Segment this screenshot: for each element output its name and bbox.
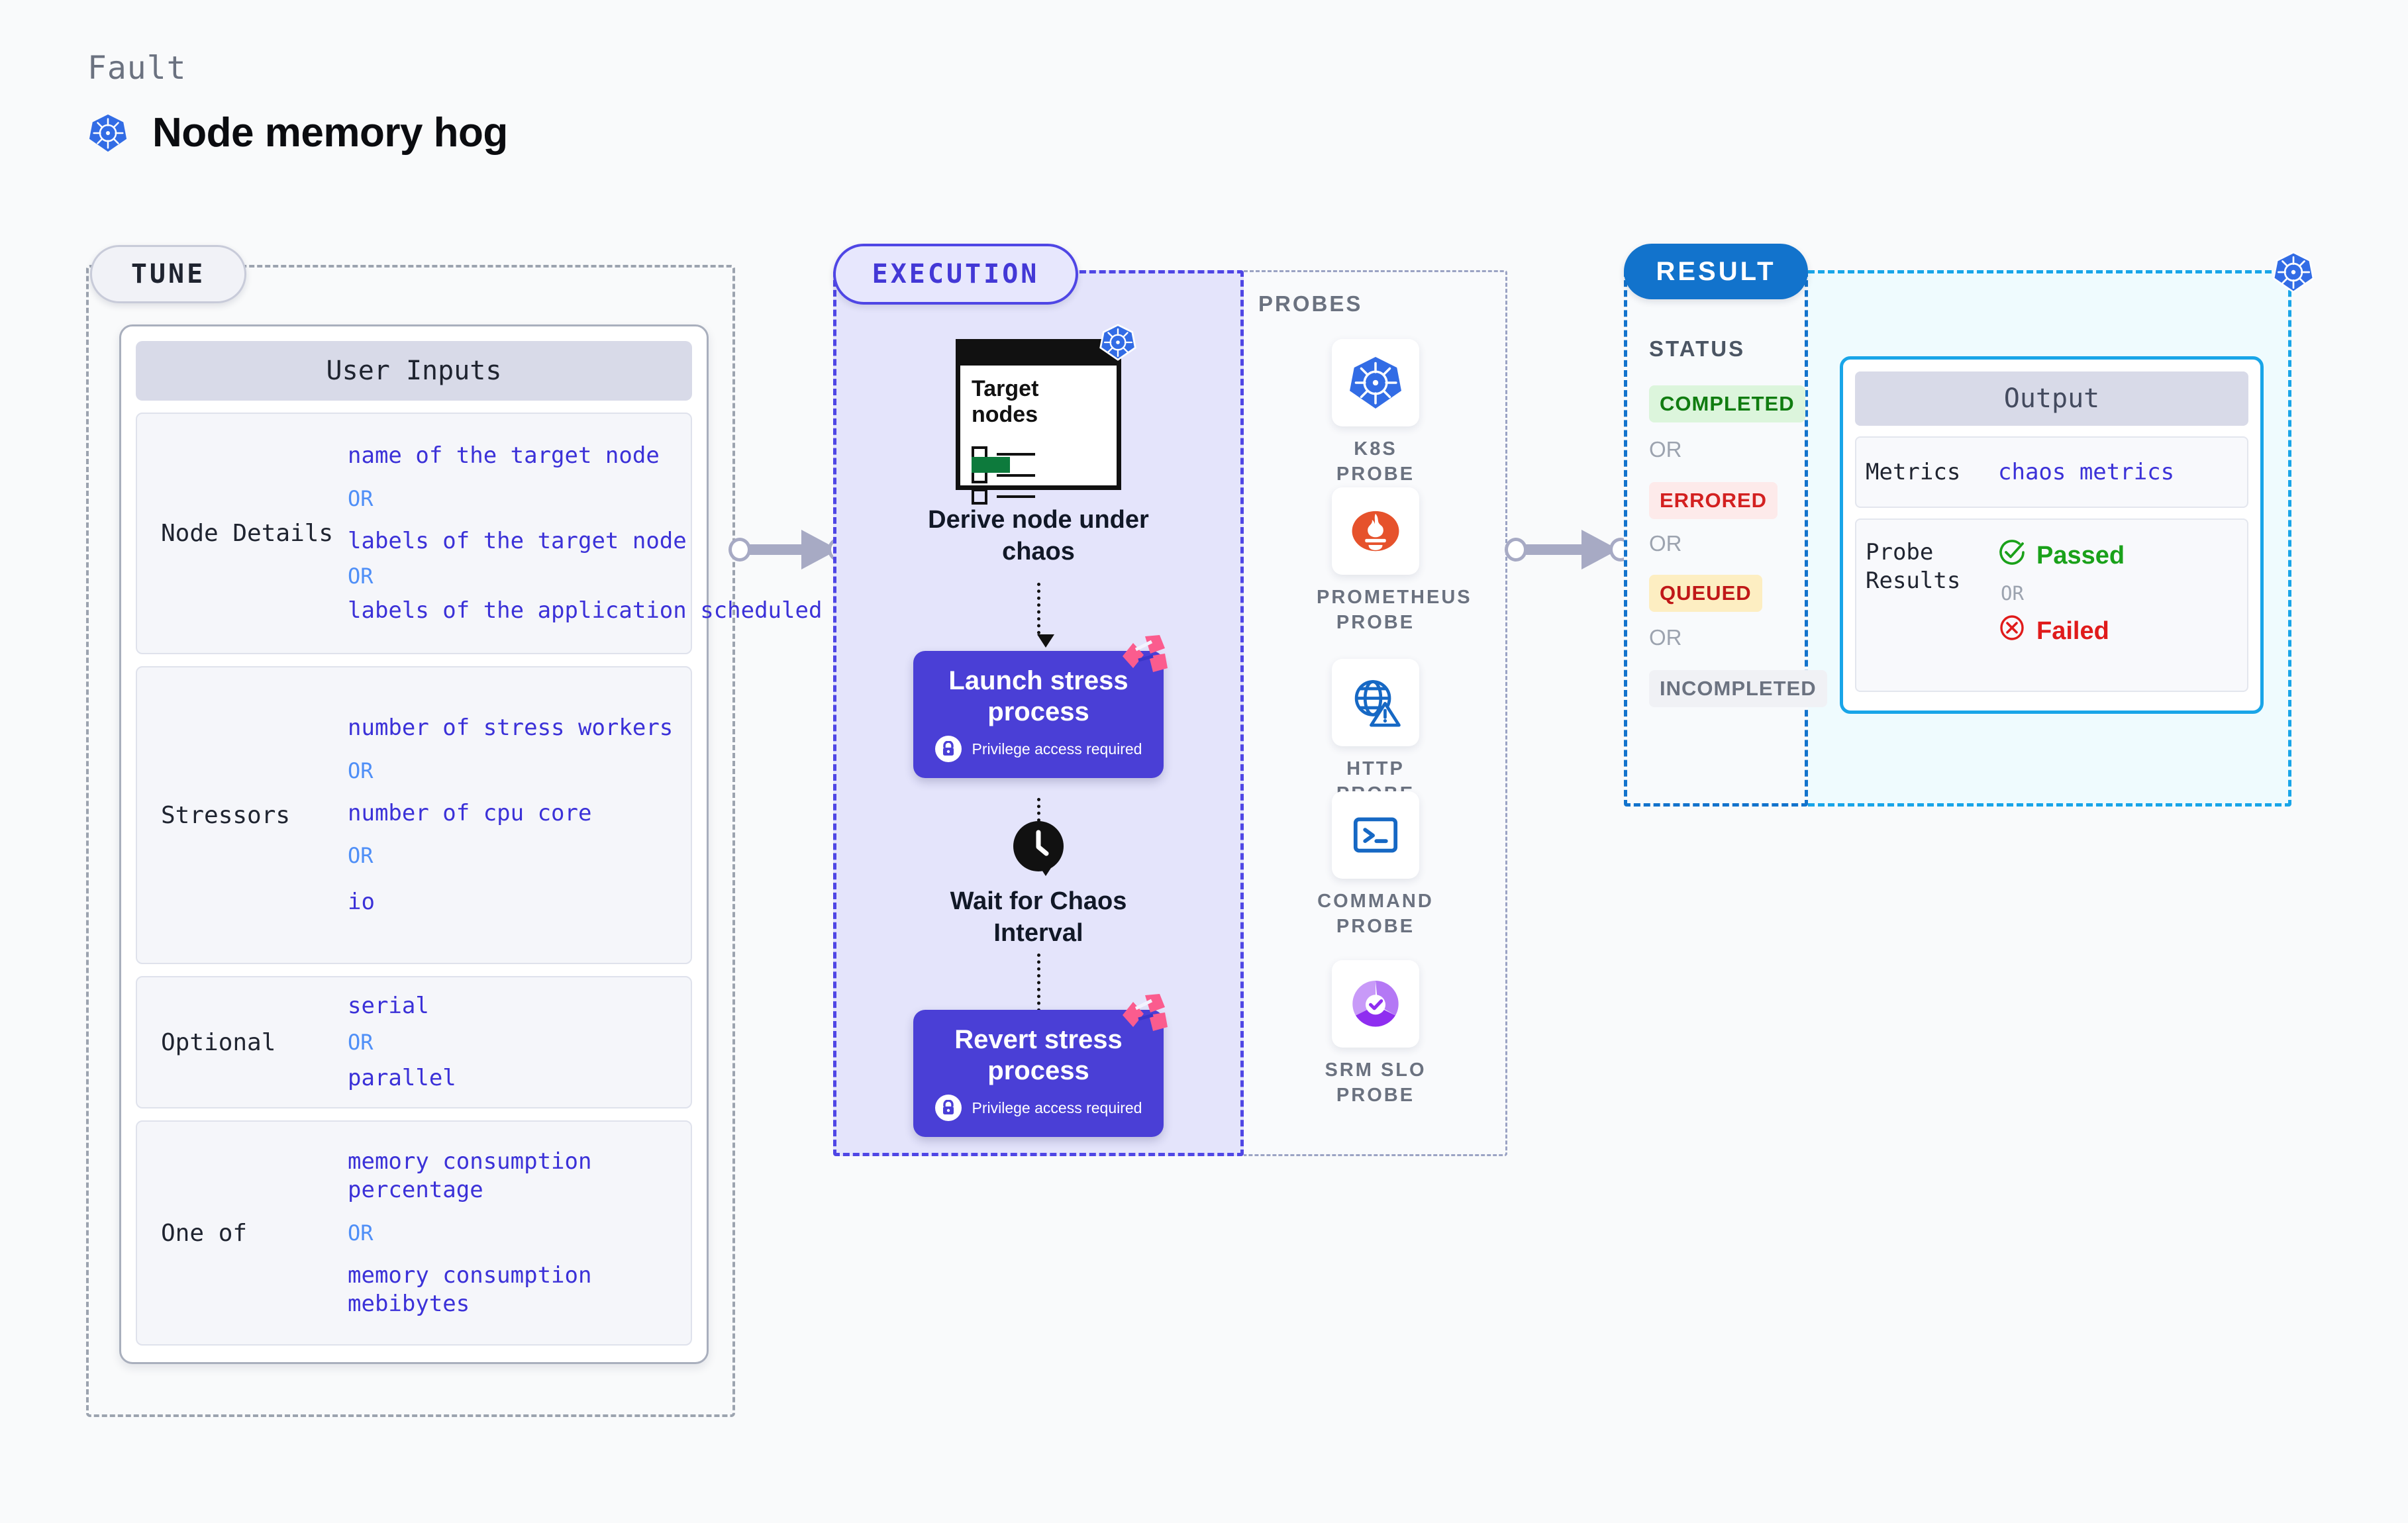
probe-item-k8s[interactable]: K8S PROBE (1317, 339, 1434, 487)
status-badge-completed: COMPLETED (1649, 385, 1805, 422)
execution-step-title: Launch stress process (948, 666, 1129, 727)
or-separator: OR (1649, 531, 1682, 556)
input-value: parallel (348, 1065, 456, 1091)
slo-gauge-icon (1332, 960, 1419, 1048)
execution-step-launch-stress[interactable]: Launch stress process Privilege access r… (913, 635, 1168, 779)
input-value: name of the target node (348, 442, 660, 469)
probes-section-title: PROBES (1258, 291, 1363, 316)
kubernetes-icon (2272, 250, 2315, 294)
probe-item-http[interactable]: HTTP PROBE (1317, 659, 1434, 807)
x-circle-icon (1998, 614, 2026, 648)
user-inputs-card: User Inputs Node Details name of the tar… (119, 324, 1026, 1364)
input-value: labels of the target node (348, 528, 687, 555)
kubernetes-icon (1099, 323, 1137, 362)
input-value: number of stress workers (348, 714, 674, 741)
probe-result-values: Passed OR Failed (1998, 538, 2125, 648)
output-row-value: chaos metrics (1998, 459, 2175, 485)
result-section-pill: RESULT (1624, 244, 1808, 299)
tune-section-pill: TUNE (90, 245, 246, 303)
execution-step-caption: Wait for Chaos Interval (950, 887, 1127, 947)
check-circle-icon (1998, 538, 2026, 573)
or-separator: OR (348, 1030, 374, 1055)
or-separator: OR (348, 563, 374, 589)
harness-corner-icon (1123, 994, 1168, 1031)
prometheus-icon (1332, 487, 1419, 575)
probe-item-command[interactable]: COMMAND PROBE (1317, 791, 1434, 939)
output-row-probe-results[interactable]: Probe Results Passed OR Failed (1855, 518, 2248, 692)
privilege-note: Privilege access required (923, 736, 1154, 763)
probe-item-srm-slo[interactable]: SRM SLO PROBE (1317, 960, 1434, 1108)
input-row-label: Node Details (161, 520, 334, 547)
input-row-label: Stressors (161, 801, 291, 829)
probe-label: SRM SLO PROBE (1325, 1059, 1427, 1106)
execution-step-caption: Derive node under chaos (928, 506, 1149, 565)
execution-section-pill: EXECUTION (833, 244, 1078, 305)
output-row-label: Probe Results (1866, 539, 1961, 594)
output-title: Output (1855, 371, 2248, 426)
status-badge-errored: ERRORED (1649, 482, 1778, 519)
connector-tune-to-execution (728, 530, 850, 569)
input-row-label: One of (161, 1219, 248, 1247)
output-row-metrics[interactable]: Metrics chaos metrics (1855, 436, 2248, 508)
status-section-title: STATUS (1649, 336, 1746, 361)
probe-result-failed-label: Failed (2036, 616, 2109, 645)
privilege-note-text: Privilege access required (972, 740, 1142, 758)
user-inputs-title: User Inputs (136, 341, 692, 401)
or-separator: OR (348, 843, 374, 869)
probe-label: PROMETHEUS PROBE (1317, 587, 1472, 633)
probe-label: K8S PROBE (1336, 438, 1415, 485)
input-value: memory consumption mebibytes (348, 1262, 592, 1317)
input-row-values: serial OR parallel (348, 992, 679, 1093)
status-badge-queued: QUEUED (1649, 575, 1762, 612)
input-row-stressors[interactable]: Stressors number of stress workers OR nu… (136, 666, 692, 964)
input-row-optional[interactable]: Optional serial OR parallel (136, 976, 692, 1108)
input-row-values: number of stress workers OR number of cp… (348, 714, 679, 916)
harness-corner-icon (1123, 635, 1168, 672)
result-status-container (1624, 270, 1808, 807)
probe-label: COMMAND PROBE (1317, 891, 1434, 937)
terminal-icon (1332, 791, 1419, 879)
clock-icon (1013, 821, 1064, 871)
input-value: memory consumption percentage (348, 1148, 592, 1204)
globe-warning-icon (1332, 659, 1419, 746)
or-separator: OR (348, 1220, 374, 1246)
tune-section-container (86, 265, 735, 1417)
input-row-label: Optional (161, 1028, 276, 1056)
page-title: Node memory hog (152, 110, 508, 156)
status-badge-incompleted: INCOMPLETED (1649, 670, 1827, 707)
kubernetes-icon (87, 113, 128, 154)
input-value: io (348, 889, 375, 916)
output-card: Output Metrics chaos metrics Probe Resul… (1840, 356, 2264, 714)
execution-step-title: Revert stress process (954, 1025, 1123, 1086)
execution-step-wait-interval[interactable]: Wait for Chaos Interval (919, 821, 1158, 949)
input-row-values: memory consumption percentage OR memory … (348, 1148, 679, 1318)
or-separator: OR (348, 758, 374, 783)
execution-step-revert-stress[interactable]: Revert stress process Privilege access r… (913, 994, 1168, 1138)
probe-item-prometheus[interactable]: PROMETHEUS PROBE (1317, 487, 1472, 635)
lock-icon (934, 1095, 962, 1122)
input-value: serial (348, 993, 429, 1020)
connector-execution-to-result (1505, 530, 1632, 569)
fault-title-row: Node memory hog (87, 109, 508, 156)
flow-arrow (1037, 583, 1054, 649)
probe-result-failed: Failed (1998, 614, 2125, 648)
kubernetes-icon (1332, 339, 1419, 426)
input-value: number of cpu core (348, 799, 592, 826)
or-separator: OR (2001, 582, 2024, 605)
input-row-node-details[interactable]: Node Details name of the target node OR … (136, 413, 1026, 654)
or-separator: OR (348, 486, 374, 512)
output-row-label: Metrics (1866, 458, 1961, 485)
probe-result-passed: Passed (1998, 538, 2125, 573)
privilege-note-text: Privilege access required (972, 1099, 1142, 1116)
lock-icon (934, 736, 962, 763)
probe-result-passed-label: Passed (2036, 541, 2125, 569)
input-row-one-of[interactable]: One of memory consumption percentage OR … (136, 1120, 692, 1346)
or-separator: OR (1649, 625, 1682, 650)
fault-eyebrow-label: Fault (87, 50, 187, 87)
privilege-note: Privilege access required (923, 1095, 1154, 1122)
or-separator: OR (1649, 437, 1682, 462)
